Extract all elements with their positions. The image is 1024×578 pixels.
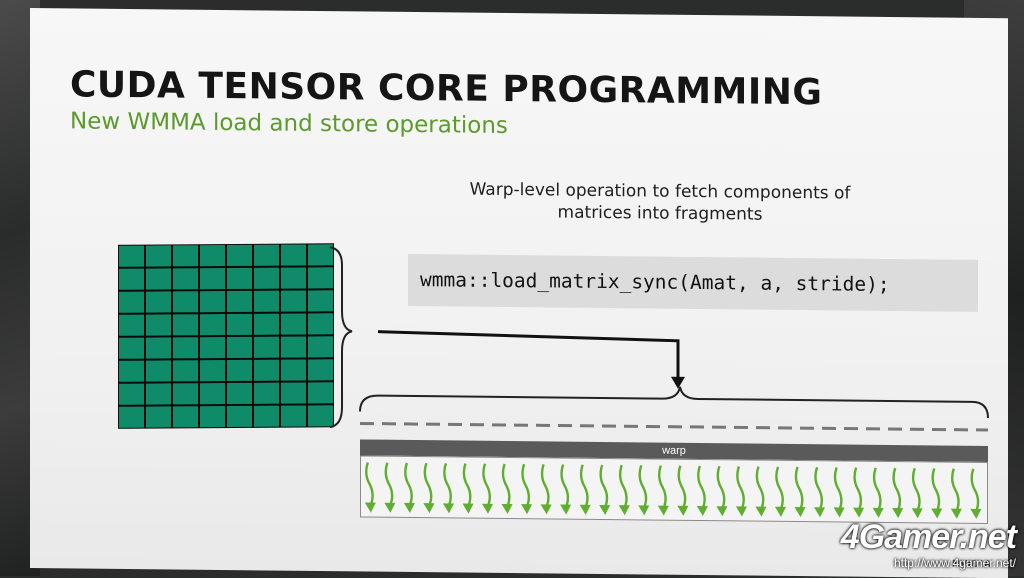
thread-arrow <box>579 464 591 515</box>
watermark-logo: 4Gamer.net <box>840 518 1017 556</box>
thread-arrow <box>462 463 474 514</box>
thread-arrow <box>384 462 396 513</box>
thread-arrow <box>482 463 494 514</box>
thread-arrows <box>364 462 982 519</box>
thread-arrow <box>403 462 415 513</box>
matrix-brace <box>329 246 353 429</box>
thread-arrow <box>638 465 650 516</box>
thread-arrow <box>970 468 982 519</box>
thread-arrow <box>755 466 767 517</box>
thread-arrow <box>599 464 611 516</box>
flow-diagram <box>329 246 989 432</box>
thread-arrow <box>872 467 884 518</box>
thread-arrow <box>696 465 708 517</box>
thread-arrow <box>950 468 962 519</box>
thread-arrow <box>814 466 826 518</box>
thread-arrow <box>931 468 943 519</box>
thread-arrow <box>560 464 572 515</box>
thread-arrow <box>657 465 669 516</box>
thread-arrow <box>911 467 923 519</box>
thread-arrow <box>521 463 533 515</box>
watermark-url: http://www.4gamer.net/ <box>893 556 1016 570</box>
thread-arrow <box>677 465 689 516</box>
watermark: 4Gamer.net http://www.4gamer.net/ <box>840 518 1017 570</box>
thread-arrow <box>442 462 454 514</box>
connector-line <box>377 330 680 379</box>
presentation-slide: CUDA TENSOR CORE PROGRAMMING New WMMA lo… <box>30 8 1008 578</box>
thread-arrow <box>716 465 728 517</box>
thread-arrow <box>501 463 513 515</box>
thread-arrow <box>794 466 806 518</box>
thread-arrow <box>735 466 747 517</box>
connector-arrowhead <box>671 376 685 389</box>
thread-arrow <box>774 466 786 517</box>
dashed-separator <box>360 421 988 432</box>
thread-arrow <box>364 462 376 513</box>
warp-threads-box <box>360 455 988 525</box>
thread-arrow <box>892 467 904 519</box>
thread-arrow <box>540 463 552 515</box>
thread-arrow <box>618 464 630 516</box>
thread-arrow <box>423 462 435 514</box>
thread-arrow <box>853 467 865 518</box>
warp-brace <box>359 386 989 419</box>
thread-arrow <box>833 467 845 518</box>
